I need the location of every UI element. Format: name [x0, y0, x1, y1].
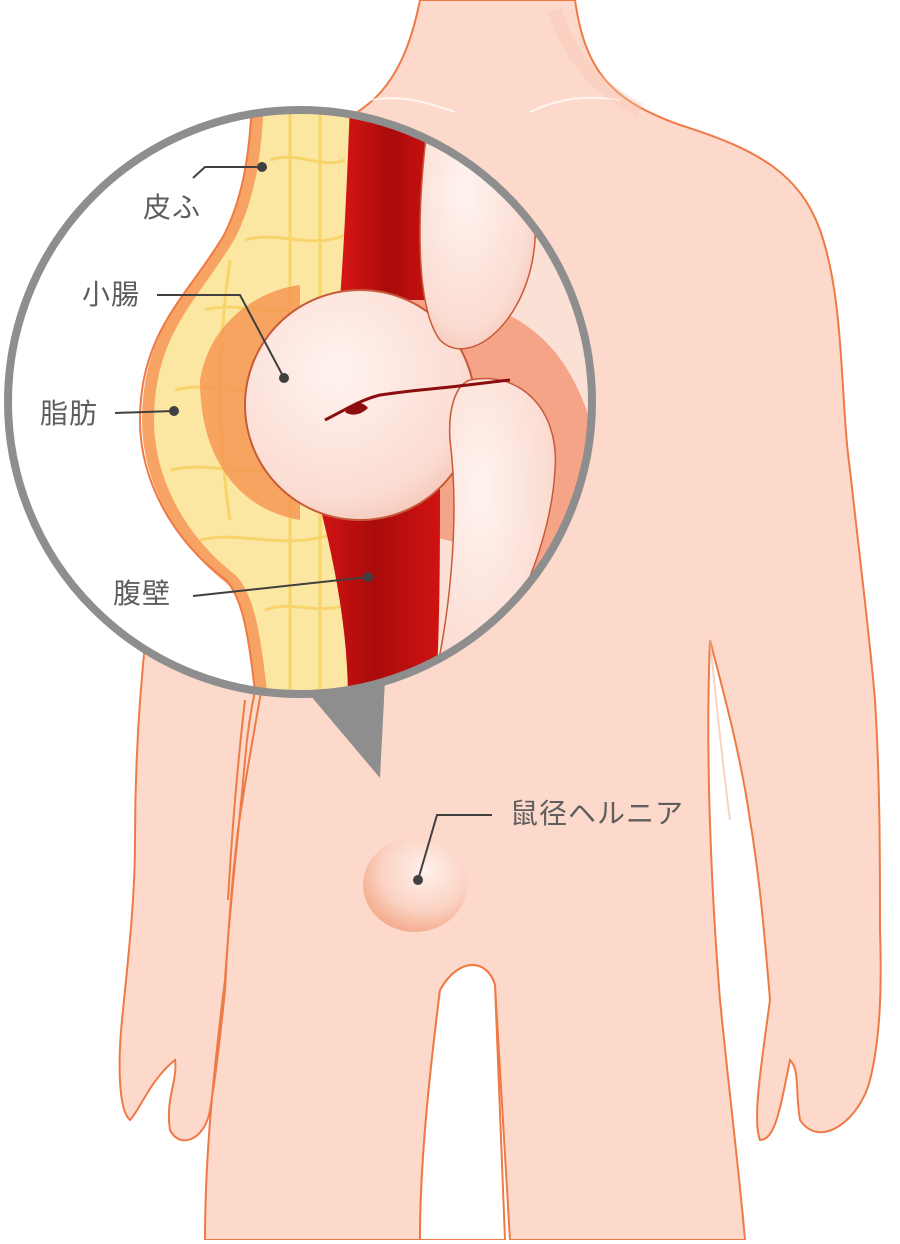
- label-skin: 皮ふ: [143, 191, 202, 224]
- label-abdominal-wall: 腹壁: [113, 577, 172, 610]
- label-fat: 脂肪: [40, 397, 99, 430]
- label-small-intestine: 小腸: [82, 278, 141, 311]
- intestine-marker-dot: [279, 373, 289, 383]
- label-inguinal-hernia: 鼠径ヘルニア: [510, 797, 685, 830]
- skin-marker-dot: [257, 162, 267, 172]
- magnifier-pointer: [310, 680, 385, 778]
- leader-lines: [114, 166, 492, 881]
- hernia-bulge: [363, 838, 467, 932]
- magnifier-ring: [4, 106, 596, 698]
- abdominal-wall-marker-dot: [363, 572, 373, 582]
- hernia-marker-dot: [413, 875, 423, 885]
- fat-marker-dot: [169, 406, 179, 416]
